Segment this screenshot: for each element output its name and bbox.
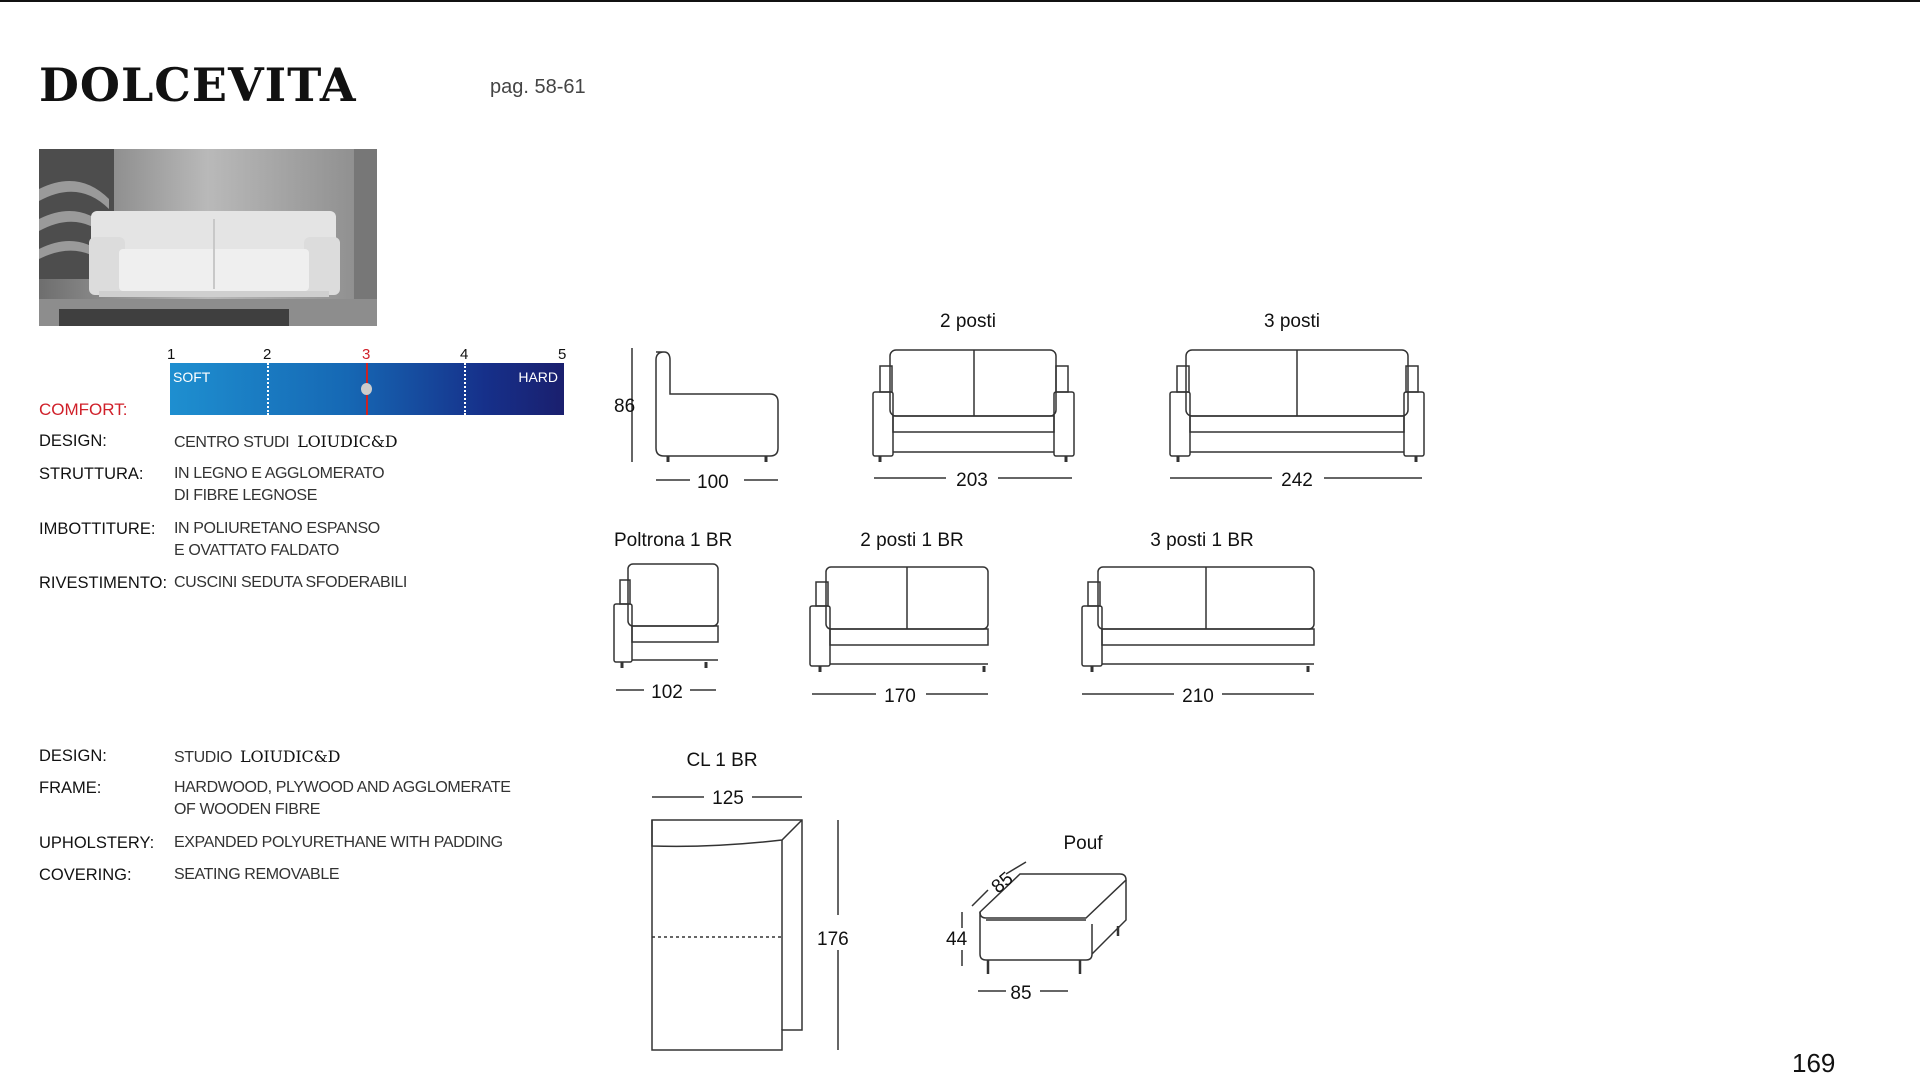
pouf-depth: 85: [988, 868, 1018, 898]
spec-it-covering-value: CUSCINI SEDUTA SFODERABILI: [174, 572, 407, 594]
spec-en-frame-value: HARDWOOD, PLYWOOD AND AGGLOMERATE OF WOO…: [174, 777, 511, 821]
spec-it-structure-value: IN LEGNO E AGGLOMERATO DI FIBRE LEGNOSE: [174, 463, 385, 507]
armchair-drawing: 86 100: [614, 348, 779, 493]
comfort-scale-3-selected: 3: [362, 346, 371, 363]
pouf-name: Pouf: [1063, 833, 1103, 854]
armchair-height-label: 86: [614, 396, 635, 417]
sofa-3-1br-name: 3 posti 1 BR: [1150, 530, 1254, 551]
spec-line: OF WOODEN FIBRE: [174, 801, 321, 818]
brand-logo: LOIUDIC&D: [240, 747, 341, 766]
spec-en-frame-label: FRAME:: [39, 779, 102, 797]
sofa-3-1br-drawing: 3 posti 1 BR 210: [1081, 530, 1315, 707]
spec-line: IN LEGNO E AGGLOMERATO: [174, 465, 385, 482]
sofa-2-1br-drawing: 2 posti 1 BR 170: [809, 530, 989, 707]
spec-it-design-label: DESIGN:: [39, 432, 107, 450]
spec-line: DI FIBRE LEGNOSE: [174, 487, 317, 504]
comfort-hard-label: HARD: [518, 369, 558, 385]
brand-logo: LOIUDIC&D: [297, 432, 398, 451]
comfort-scale-5: 5: [558, 346, 567, 363]
sofa-2-1br-name: 2 posti 1 BR: [860, 530, 964, 551]
armchair-1br-name: Poltrona 1 BR: [614, 530, 732, 551]
spec-it-padding-value: IN POLIURETANO ESPANSO E OVATTATO FALDAT…: [174, 518, 380, 562]
product-title: DOLCEVITA: [39, 58, 357, 112]
spec-line: HARDWOOD, PLYWOOD AND AGGLOMERATE: [174, 779, 511, 796]
spec-en-upholstery-value: EXPANDED POLYURETHANE WITH PADDING: [174, 832, 503, 854]
spec-it-design-value: CENTRO STUDI LOIUDIC&D: [174, 431, 398, 454]
armchair-width-label: 100: [697, 472, 729, 493]
product-photo: [39, 149, 377, 326]
spec-en-design-text: STUDIO: [174, 749, 233, 766]
pouf-height: 44: [946, 929, 968, 950]
comfort-bar: SOFT HARD: [170, 363, 564, 415]
spec-it-covering-label: RIVESTIMENTO:: [39, 574, 168, 592]
spec-en-design-label: DESIGN:: [39, 747, 107, 765]
comfort-tick-4: [464, 363, 466, 415]
top-rule: [0, 0, 1920, 2]
chaise-1br-width: 125: [712, 788, 744, 809]
chaise-1br-drawing: CL 1 BR 125 176: [651, 750, 849, 1051]
spec-line: IN POLIURETANO ESPANSO: [174, 520, 380, 537]
comfort-marker-knob: [361, 383, 372, 395]
sofa-3-1br-width: 210: [1182, 686, 1214, 707]
armchair-1br-drawing: Poltrona 1 BR 102: [613, 530, 732, 703]
spec-en-covering-label: COVERING:: [39, 866, 132, 884]
spec-it-structure-label: STRUTTURA:: [39, 465, 144, 483]
comfort-soft-label: SOFT: [173, 369, 211, 385]
sofa-2-1br-width: 170: [884, 686, 916, 707]
comfort-scale-4: 4: [460, 346, 469, 363]
pouf-width: 85: [1010, 983, 1031, 1004]
sofa-3-seat-width: 242: [1281, 470, 1313, 491]
page-reference: pag. 58-61: [490, 76, 586, 98]
sofa-2-seat-drawing: 2 posti 203: [872, 311, 1075, 491]
armchair-1br-width: 102: [651, 682, 683, 703]
chaise-1br-name: CL 1 BR: [686, 750, 757, 771]
spec-line: CUSCINI SEDUTA SFODERABILI: [174, 574, 407, 591]
comfort-tick-2: [267, 363, 269, 415]
spec-en-design-value: STUDIO LOIUDIC&D: [174, 746, 340, 769]
chaise-1br-depth: 176: [817, 929, 849, 950]
comfort-scale-1: 1: [167, 346, 176, 363]
spec-line: SEATING REMOVABLE: [174, 866, 340, 883]
spec-line: EXPANDED POLYURETHANE WITH PADDING: [174, 834, 503, 851]
spec-en-upholstery-label: UPHOLSTERY:: [39, 834, 155, 852]
comfort-scale-2: 2: [263, 346, 272, 363]
spec-line: E OVATTATO FALDATO: [174, 542, 339, 559]
pouf-drawing: Pouf 85 44 85: [946, 833, 1127, 1004]
spec-it-padding-label: IMBOTTITURE:: [39, 520, 156, 538]
spec-it-design-text: CENTRO STUDI: [174, 434, 290, 451]
comfort-label: COMFORT:: [39, 400, 128, 419]
page-number: 169: [1792, 1048, 1836, 1078]
spec-en-covering-value: SEATING REMOVABLE: [174, 864, 339, 886]
sofa-3-seat-name: 3 posti: [1264, 311, 1320, 332]
sofa-2-seat-width: 203: [956, 470, 988, 491]
sofa-3-seat-drawing: 3 posti 242: [1169, 311, 1425, 491]
sofa-2-seat-name: 2 posti: [940, 311, 996, 332]
